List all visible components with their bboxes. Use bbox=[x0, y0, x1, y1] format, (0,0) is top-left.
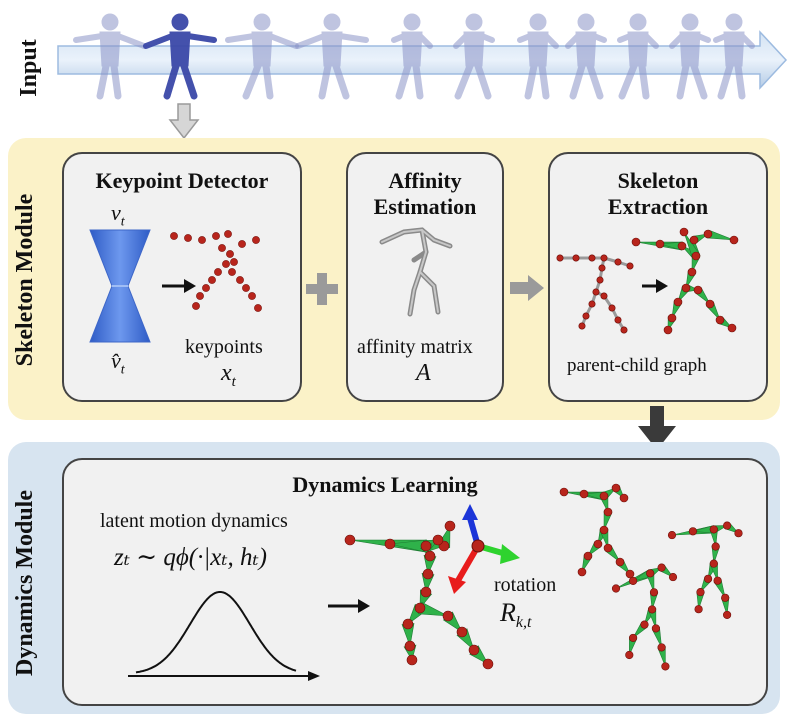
latent-formula: zₜ ∼ qϕ(·|xₜ, hₜ) bbox=[114, 544, 267, 571]
latent-motion-dynamics-label: latent motion dynamics bbox=[100, 510, 288, 532]
input-frames bbox=[73, 13, 755, 100]
affinity-title-line2: Estimation bbox=[373, 194, 477, 219]
skeleton-module-label: Skeleton Module bbox=[12, 193, 38, 367]
affinity-graph-icon bbox=[379, 227, 453, 317]
gaussian-distribution-plot bbox=[128, 591, 320, 681]
skeleton-extraction-title-line1: Skeleton bbox=[617, 168, 699, 193]
arrow-to-skeleton-pose bbox=[328, 599, 370, 613]
arrow-to-dynamics-module bbox=[638, 406, 676, 450]
v-bottom-var: v̂t bbox=[111, 348, 125, 378]
keypoint-detector-card: Keypoint Detector bbox=[62, 152, 302, 402]
keypoints-label: keypoints bbox=[185, 336, 263, 358]
rotation-label: rotation bbox=[494, 574, 557, 596]
parent-child-graph-label: parent-child graph bbox=[567, 355, 707, 376]
motion-sequence-skeletons bbox=[559, 483, 743, 671]
rotation-var: Rk,t bbox=[500, 598, 532, 632]
dynamics-learning-title: Dynamics Learning bbox=[292, 472, 478, 497]
x-var: xt bbox=[221, 360, 236, 390]
plus-icon bbox=[306, 273, 338, 305]
affinity-matrix-label: affinity matrix bbox=[357, 336, 473, 358]
affinity-matrix-var: A bbox=[416, 360, 431, 386]
raw-skeleton-icon bbox=[556, 254, 634, 334]
arrow-to-parent-child-graph bbox=[642, 279, 668, 293]
keypoints-scatter bbox=[170, 230, 262, 312]
down-arrow-to-skeleton bbox=[168, 103, 200, 140]
main-skeleton-pose bbox=[344, 504, 520, 670]
arrow-to-keypoints bbox=[162, 279, 196, 293]
encoder-decoder-hourglass-icon bbox=[89, 229, 151, 343]
skeleton-extraction-title-line2: Extraction bbox=[607, 194, 709, 219]
dynamics-module-label: Dynamics Module bbox=[12, 490, 38, 676]
arrow-to-skeleton-extraction bbox=[510, 275, 544, 301]
affinity-title-line1: Affinity bbox=[388, 168, 462, 193]
keypoint-detector-title: Keypoint Detector bbox=[95, 168, 269, 193]
v-top-var: vt bbox=[111, 200, 125, 230]
skeleton-extraction-card: Skeleton Extraction bbox=[548, 152, 768, 402]
parent-child-skeleton-icon bbox=[631, 227, 739, 335]
